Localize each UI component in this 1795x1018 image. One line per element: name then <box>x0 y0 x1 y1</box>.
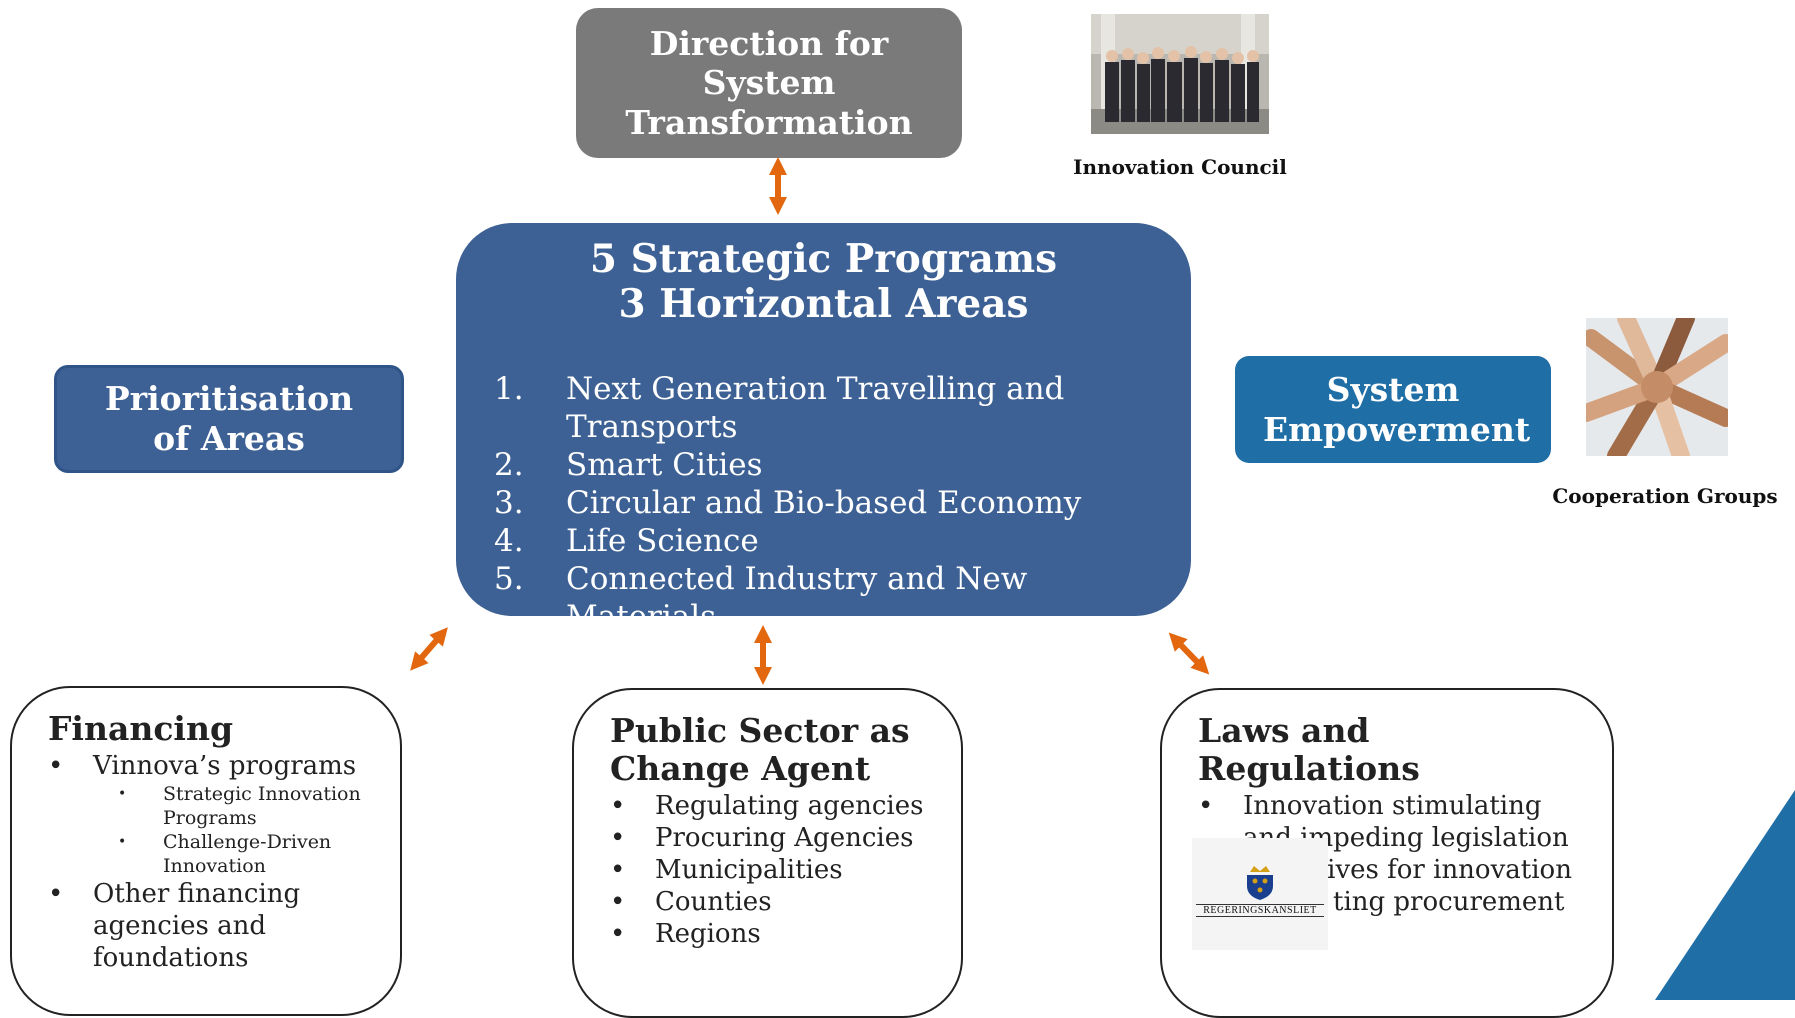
public-sector-list: Regulating agencies Procuring Agencies M… <box>610 790 925 950</box>
cooperation-groups-caption: Cooperation Groups <box>1552 484 1778 508</box>
list-item: Counties <box>610 886 925 918</box>
financing-box: Financing Vinnova’s programs Strategic I… <box>10 686 402 1016</box>
item-number: 3. <box>494 485 524 521</box>
program-list: 1. Next Generation Travelling and Transpo… <box>494 370 1174 636</box>
public-sector-title: Public Sector as Change Agent <box>610 711 910 788</box>
innovation-council-caption: Innovation Council <box>1073 155 1287 179</box>
list-item: 2. Smart Cities <box>494 446 1174 484</box>
financing-title: Financing <box>48 709 234 748</box>
list-item: 3. Circular and Bio-based Economy <box>494 484 1174 522</box>
arrow-bottom-right <box>1168 632 1210 675</box>
title-line-1: 5 Strategic Programs <box>589 236 1058 282</box>
item-label: Connected Industry and New Materials <box>566 561 1028 635</box>
financing-sublist: Strategic Innovation Programs Challenge-… <box>93 782 364 878</box>
list-item: Regulating agencies <box>610 790 925 822</box>
item-number: 5. <box>494 561 524 597</box>
regeringskansliet-logo: REGERINGSKANSLIET <box>1192 838 1328 950</box>
financing-item-label: Vinnova’s programs <box>93 751 357 781</box>
list-item: Vinnova’s programs Strategic Innovation … <box>48 750 364 878</box>
direction-title: Direction for System Transformation <box>625 23 913 142</box>
item-label: Circular and Bio-based Economy <box>566 485 1082 521</box>
strategic-programs-title: 5 Strategic Programs 3 Horizontal Areas <box>456 237 1191 327</box>
item-number: 2. <box>494 447 524 483</box>
empowerment-box: System Empowerment <box>1235 356 1551 463</box>
prioritisation-box: Prioritisation of Areas <box>54 365 404 473</box>
list-item: 5. Connected Industry and New Materials <box>494 560 1174 636</box>
strategic-programs-box: 5 Strategic Programs 3 Horizontal Areas … <box>456 223 1191 635</box>
list-item: Municipalities <box>610 854 925 886</box>
laws-item-label-cont: ting procurement <box>1333 887 1565 917</box>
public-sector-box: Public Sector as Change Agent Regulating… <box>572 688 963 1018</box>
list-item: Innovation stimulating and impeding legi… <box>1198 790 1576 854</box>
list-item: Procuring Agencies <box>610 822 925 854</box>
crest-icon <box>1247 866 1273 900</box>
corner-decoration <box>1655 790 1795 1000</box>
title-line-2: 3 Horizontal Areas <box>618 281 1029 327</box>
laws-title: Laws and Regulations <box>1198 711 1420 788</box>
item-number: 4. <box>494 523 524 559</box>
list-item: Challenge-Driven Innovation <box>118 830 364 878</box>
list-item: Strategic Innovation Programs <box>118 782 364 830</box>
direction-box: Direction for System Transformation <box>576 8 962 158</box>
financing-list: Vinnova’s programs Strategic Innovation … <box>48 750 364 974</box>
logo-text: REGERINGSKANSLIET <box>1196 904 1324 917</box>
empowerment-title: System Empowerment <box>1263 369 1531 449</box>
prioritisation-title: Prioritisation of Areas <box>104 379 354 458</box>
arrow-bottom-left <box>410 627 448 671</box>
item-label: Smart Cities <box>566 447 763 483</box>
cooperation-groups-photo <box>1586 318 1728 456</box>
item-number: 1. <box>494 371 524 407</box>
list-item: Regions <box>610 918 925 950</box>
innovation-council-photo <box>1091 14 1269 134</box>
list-item: 1. Next Generation Travelling and Transpo… <box>494 370 1174 446</box>
item-label: Next Generation Travelling and Transport… <box>566 371 1065 445</box>
list-item: Other financing agencies and foundations <box>48 878 364 974</box>
item-label: Life Science <box>566 523 759 559</box>
list-item: 4. Life Science <box>494 522 1174 560</box>
